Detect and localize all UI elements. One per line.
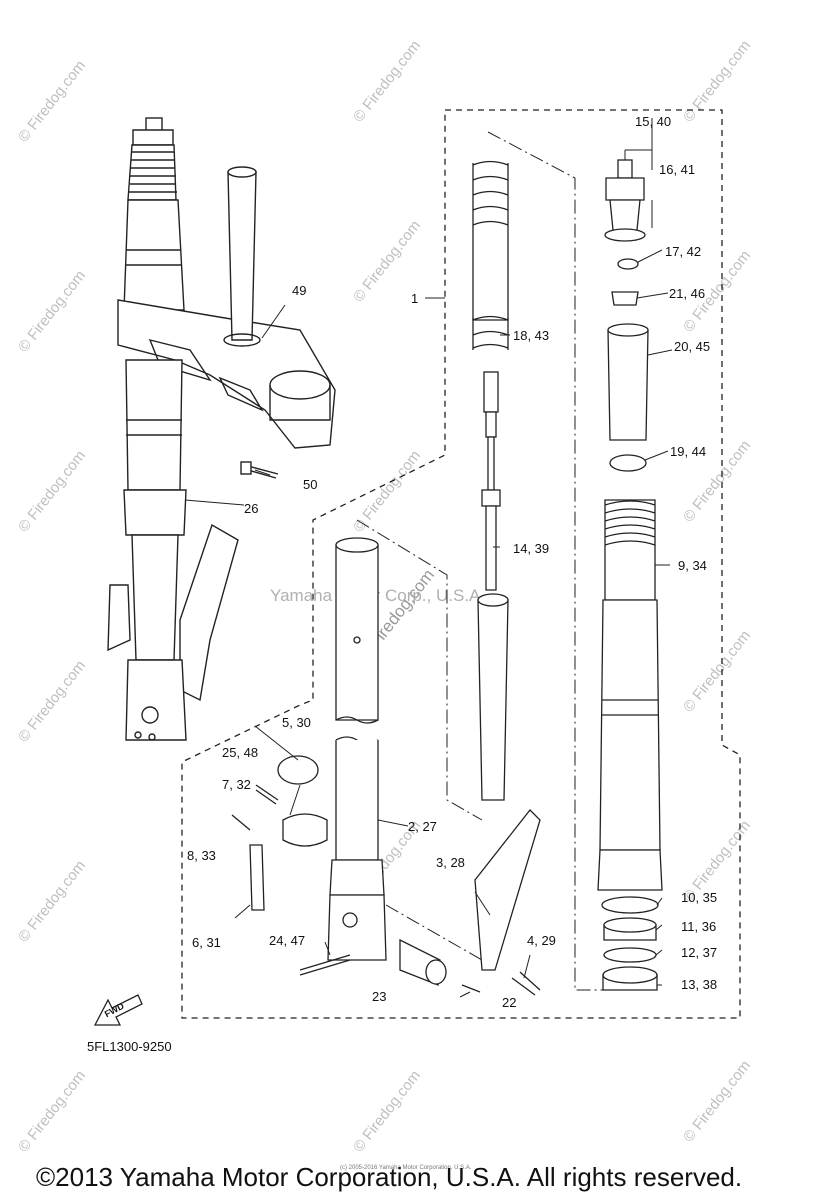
fork-spring: [472, 160, 509, 350]
callout-13-38: 13, 38: [681, 977, 718, 992]
assembly-box-outer: [181, 109, 741, 1019]
callout-7-32: 7, 32: [222, 777, 251, 792]
outer-tube: [597, 499, 663, 891]
callout-18-43: 18, 43: [513, 328, 550, 343]
callout-17-42: 17, 42: [665, 244, 702, 259]
callout-23: 23: [372, 989, 387, 1004]
callout-4-29: 4, 29: [527, 933, 556, 948]
callout-9-34: 9, 34: [678, 558, 707, 573]
callout-20-45: 20, 45: [674, 339, 711, 354]
callout-5-30: 5, 30: [282, 715, 311, 730]
center-lines: [356, 131, 605, 991]
ring-12: [603, 947, 657, 963]
callout-22: 22: [502, 995, 517, 1010]
callout-19-44: 19, 44: [670, 444, 707, 459]
callout-8-33: 8, 33: [187, 848, 216, 863]
inner-tube: [327, 537, 387, 961]
damper-rod: [477, 371, 509, 801]
callout-50: 50: [303, 477, 318, 492]
assembled-fork: [107, 117, 336, 741]
callout-25-48: 25, 48: [222, 745, 259, 760]
callout-14-39: 14, 39: [513, 541, 550, 556]
callout-2-27: 2, 27: [408, 819, 437, 834]
callout-3-28: 3, 28: [436, 855, 465, 870]
callout-6-31: 6, 31: [192, 935, 221, 950]
tiny-copyright: (c) 2005-2016 Yamaha Motor Corporation, …: [340, 1165, 472, 1171]
callout-12-37: 12, 37: [681, 945, 718, 960]
diagram-part-number: 5FL1300-9250: [87, 1039, 172, 1054]
copyright-notice: ©2013 Yamaha Motor Corporation, U.S.A. A…: [36, 1162, 743, 1192]
callout-49: 49: [292, 283, 307, 298]
callout-21-46: 21, 46: [669, 286, 706, 301]
leader-lines: [184, 118, 673, 998]
small-parts: [231, 755, 541, 996]
callout-11-36: 11, 36: [681, 919, 717, 934]
callout-1: 1: [411, 291, 419, 306]
callout-26: 26: [244, 501, 259, 516]
callout-16-41: 16, 41: [659, 162, 696, 177]
ring-10: [601, 896, 659, 914]
callout-15-40: 15, 40: [635, 114, 672, 129]
callout-24-47: 24, 47: [269, 933, 306, 948]
fork-cap-parts: [604, 159, 649, 472]
fwd-arrow: [93, 994, 143, 1026]
callout-10-35: 10, 35: [681, 890, 718, 905]
